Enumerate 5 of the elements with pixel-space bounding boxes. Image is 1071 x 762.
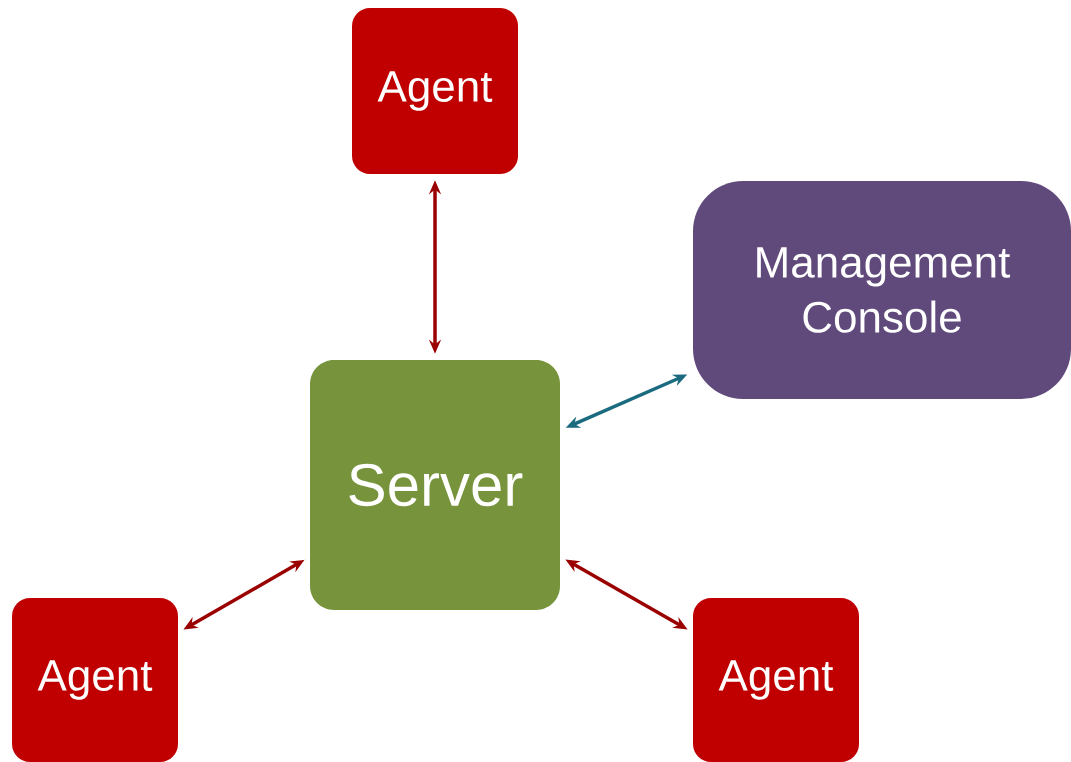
agent-box: Agent <box>693 598 859 762</box>
server-box: Server <box>310 360 560 610</box>
console-box: Management Console <box>693 181 1071 399</box>
agent-box: Agent <box>12 598 178 762</box>
agent-box: Agent <box>352 8 518 174</box>
